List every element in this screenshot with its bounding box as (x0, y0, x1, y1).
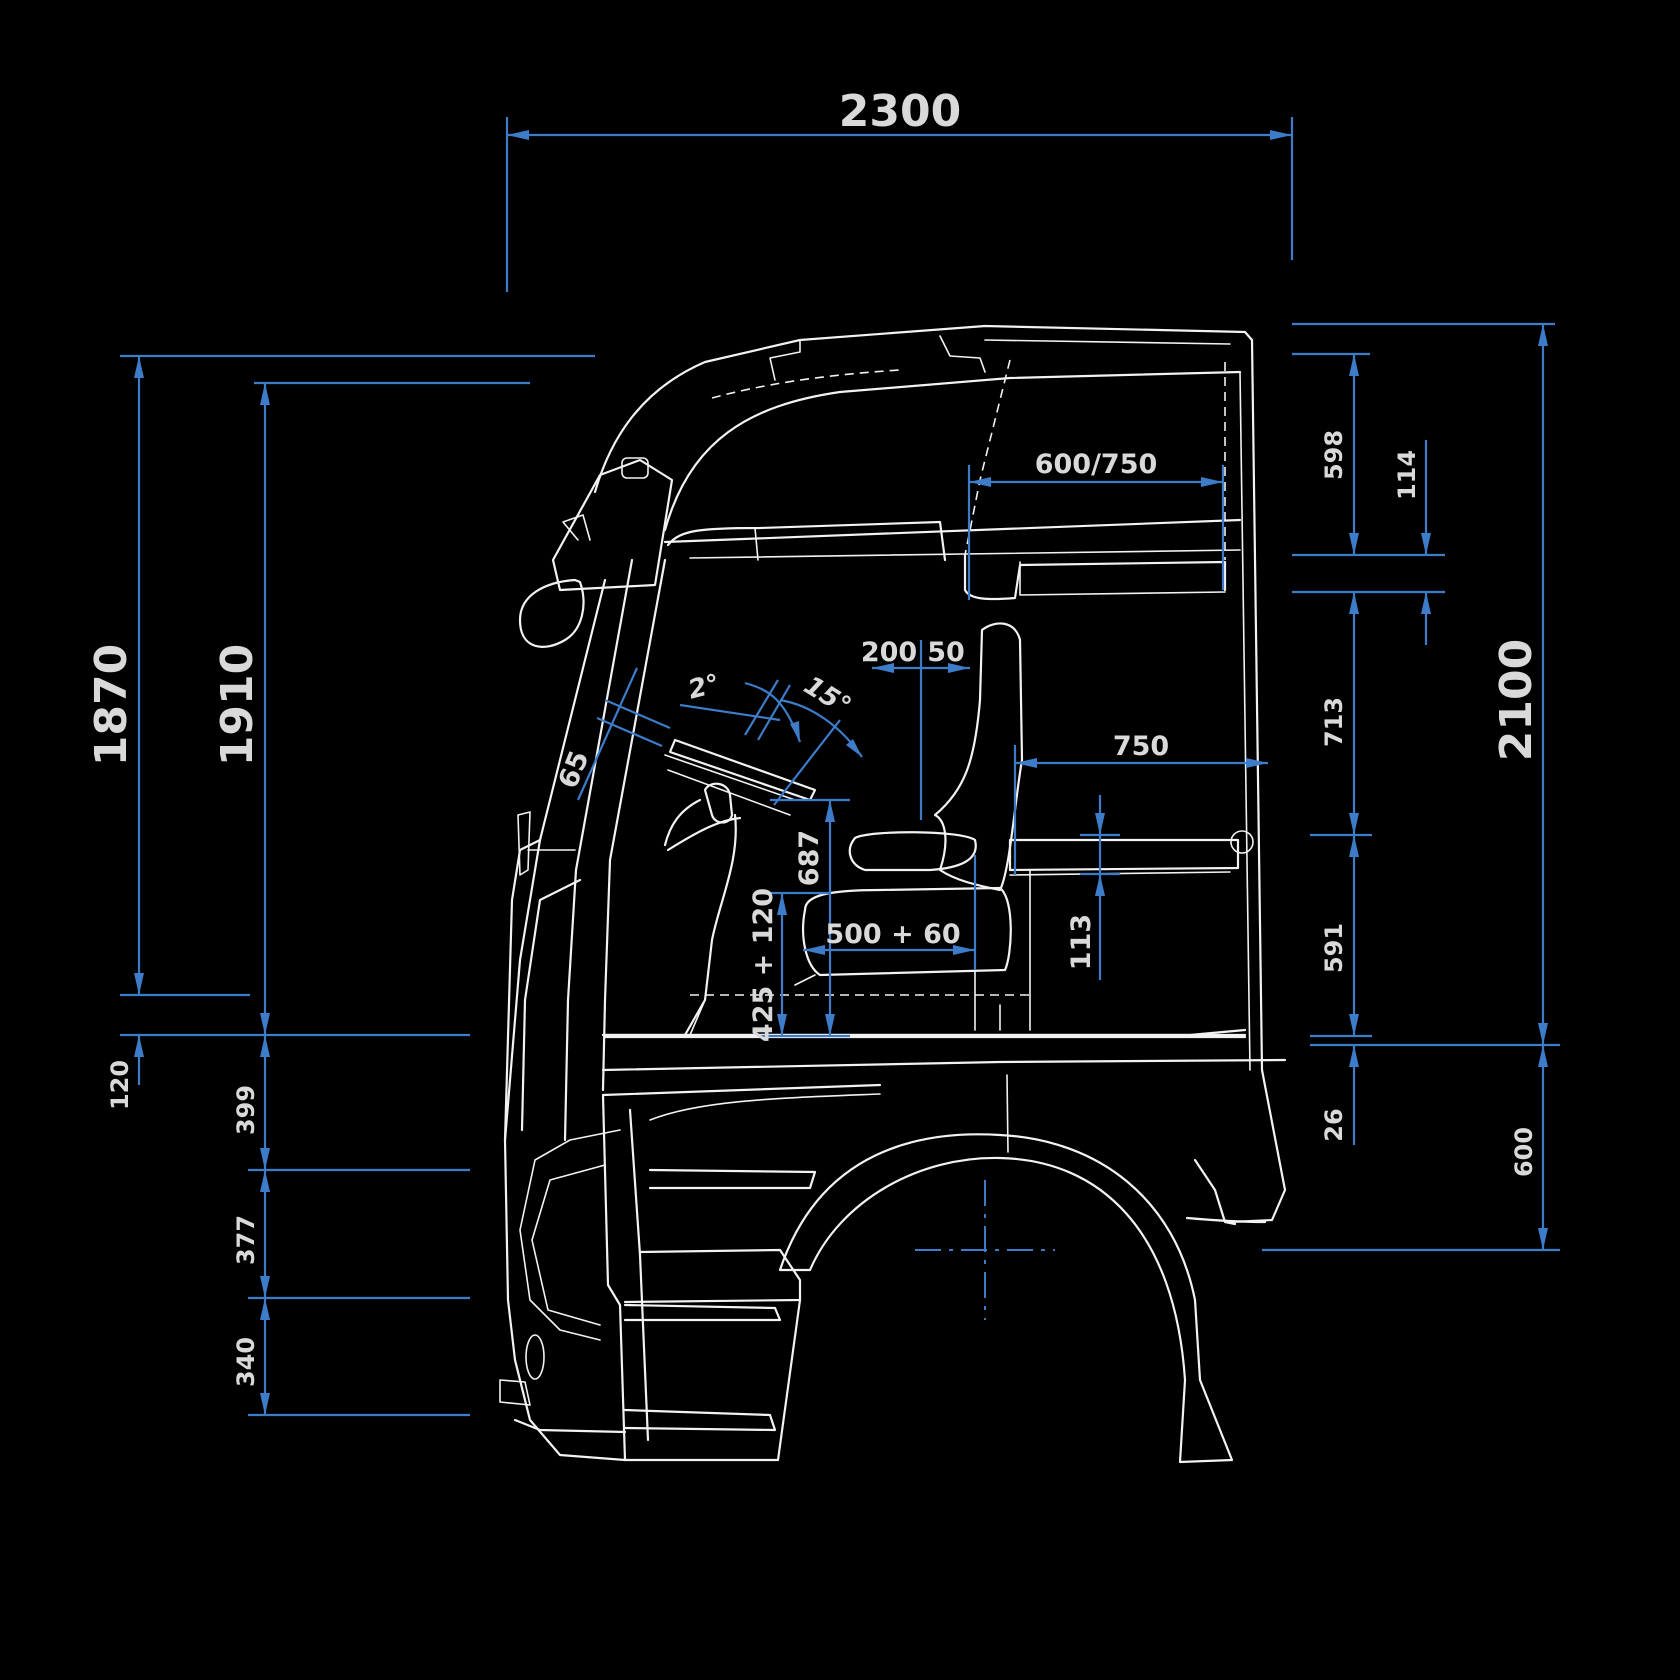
label-lower-591: 591 (1320, 923, 1348, 973)
label-floor-26: 26 (1320, 1108, 1348, 1141)
label-height-1870: 1870 (86, 644, 137, 766)
label-wheel-tilt-2: 2° (685, 669, 722, 706)
label-step-377: 377 (232, 1215, 260, 1265)
label-step-340: 340 (232, 1337, 260, 1387)
label-bunk-gap-113: 113 (1066, 914, 1097, 970)
label-lower-bunk-width: 750 (1113, 731, 1169, 762)
cab-outline (499, 324, 1287, 1464)
label-overall-height: 2100 (1491, 639, 1542, 761)
label-seat-offset-50: 50 (927, 637, 965, 668)
label-height-1910: 1910 (212, 644, 263, 766)
label-offset-120: 120 (106, 1060, 134, 1110)
label-roof-598: 598 (1320, 430, 1348, 480)
label-interior-713: 713 (1320, 697, 1348, 747)
label-seat-travel: 500 + 60 (825, 919, 960, 950)
label-seat-offset-200: 200 (861, 637, 917, 668)
label-bunk-114: 114 (1393, 450, 1421, 500)
label-ground-600: 600 (1510, 1127, 1538, 1177)
label-wheel-height-687: 687 (794, 830, 825, 886)
dimension-labels: 2300 1870 1910 120 399 377 340 2100 600 … (86, 86, 1542, 1387)
label-seat-height: 425 + 120 (748, 888, 779, 1042)
dimension-lines (120, 117, 1560, 1417)
label-upper-bunk-width: 600/750 (1035, 449, 1158, 480)
label-overall-length: 2300 (839, 86, 961, 137)
label-step-399: 399 (232, 1085, 260, 1135)
